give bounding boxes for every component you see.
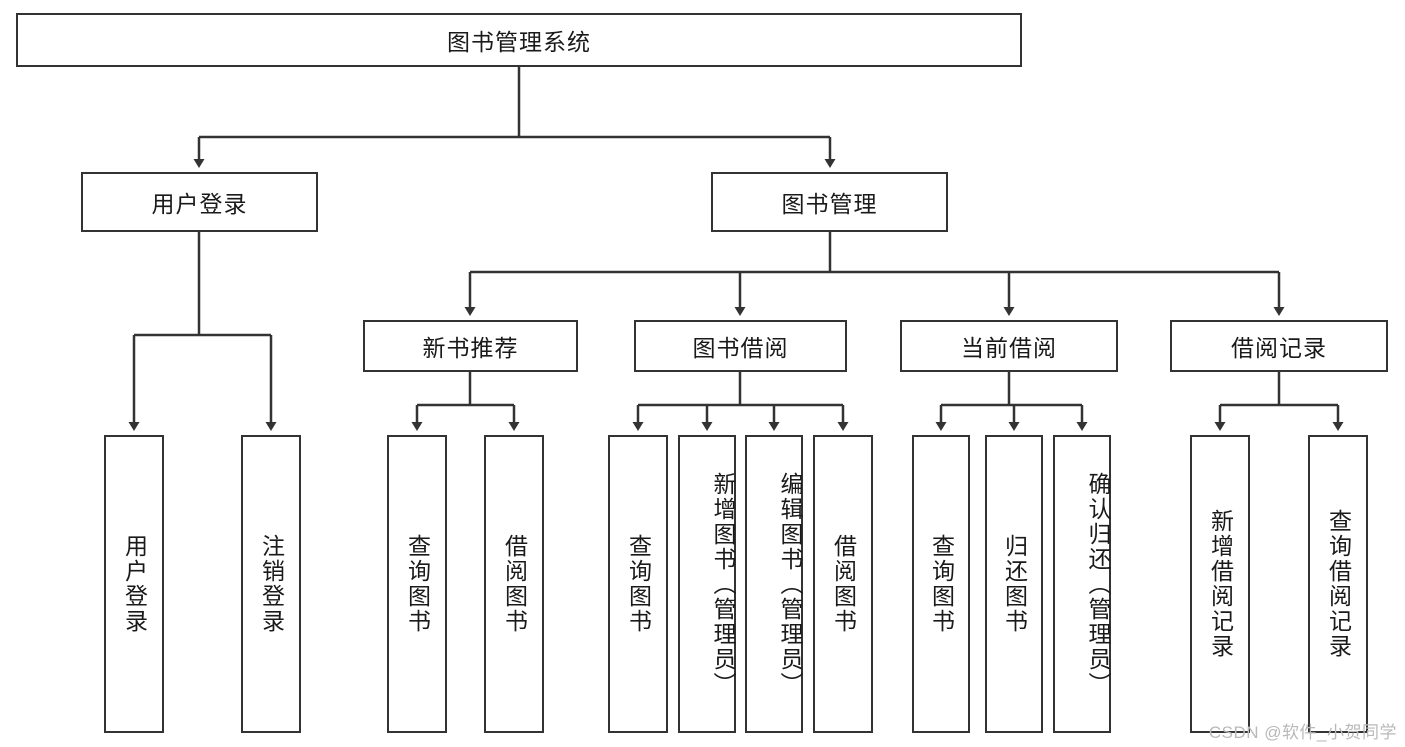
node-leaf-query-book-borrow[interactable]: 查询图书 xyxy=(608,435,668,733)
node-current-borrow[interactable]: 当前借阅 xyxy=(900,320,1118,372)
node-root[interactable]: 图书管理系统 xyxy=(16,13,1022,67)
node-new-book-recommend-label: 新书推荐 xyxy=(422,335,519,361)
node-user-login[interactable]: 用户登录 xyxy=(81,172,318,232)
node-current-borrow-label: 当前借阅 xyxy=(961,335,1057,361)
node-user-login-label: 用户登录 xyxy=(151,191,248,217)
watermark: CSDN @软件_小贺同学 xyxy=(1208,723,1397,742)
node-leaf-query-book-current[interactable]: 查询图书 xyxy=(912,435,970,733)
node-leaf-user-login-label: 用户登录 xyxy=(121,534,148,634)
node-leaf-confirm-return-admin-label: 确认归还（管理员） xyxy=(1085,471,1111,697)
node-leaf-logout-login-label: 注销登录 xyxy=(258,534,285,634)
node-leaf-query-book-rec-label: 查询图书 xyxy=(404,534,431,634)
node-book-borrow-label: 图书借阅 xyxy=(692,335,789,361)
node-root-label: 图书管理系统 xyxy=(447,29,591,55)
node-leaf-query-book-borrow-label: 查询图书 xyxy=(625,534,652,634)
node-leaf-query-book-rec[interactable]: 查询图书 xyxy=(387,435,447,733)
node-leaf-logout-login[interactable]: 注销登录 xyxy=(241,435,301,733)
node-leaf-query-borrow-record[interactable]: 查询借阅记录 xyxy=(1308,435,1368,733)
node-leaf-edit-book-admin[interactable]: 编辑图书（管理员） xyxy=(745,435,803,733)
node-leaf-add-borrow-record-label: 新增借阅记录 xyxy=(1207,509,1234,659)
node-leaf-add-book-admin[interactable]: 新增图书（管理员） xyxy=(678,435,736,733)
node-book-borrow[interactable]: 图书借阅 xyxy=(634,320,847,372)
node-borrow-record[interactable]: 借阅记录 xyxy=(1170,320,1388,372)
node-book-manage[interactable]: 图书管理 xyxy=(711,172,948,232)
node-leaf-borrow-book[interactable]: 借阅图书 xyxy=(813,435,873,733)
node-leaf-add-borrow-record[interactable]: 新增借阅记录 xyxy=(1190,435,1250,733)
node-leaf-return-book[interactable]: 归还图书 xyxy=(985,435,1043,733)
node-borrow-record-label: 借阅记录 xyxy=(1231,335,1327,361)
node-leaf-edit-book-admin-label: 编辑图书（管理员） xyxy=(777,471,803,697)
node-book-manage-label: 图书管理 xyxy=(781,191,878,217)
node-leaf-return-book-label: 归还图书 xyxy=(1001,534,1028,634)
node-leaf-borrow-book-label: 借阅图书 xyxy=(830,534,857,634)
node-leaf-query-borrow-record-label: 查询借阅记录 xyxy=(1325,509,1352,659)
node-leaf-add-book-admin-label: 新增图书（管理员） xyxy=(710,471,736,697)
node-new-book-recommend[interactable]: 新书推荐 xyxy=(363,320,578,372)
node-leaf-borrow-book-rec[interactable]: 借阅图书 xyxy=(484,435,544,733)
node-leaf-query-book-current-label: 查询图书 xyxy=(928,534,955,634)
node-leaf-borrow-book-rec-label: 借阅图书 xyxy=(501,534,528,634)
node-leaf-user-login[interactable]: 用户登录 xyxy=(104,435,164,733)
node-leaf-confirm-return-admin[interactable]: 确认归还（管理员） xyxy=(1053,435,1111,733)
